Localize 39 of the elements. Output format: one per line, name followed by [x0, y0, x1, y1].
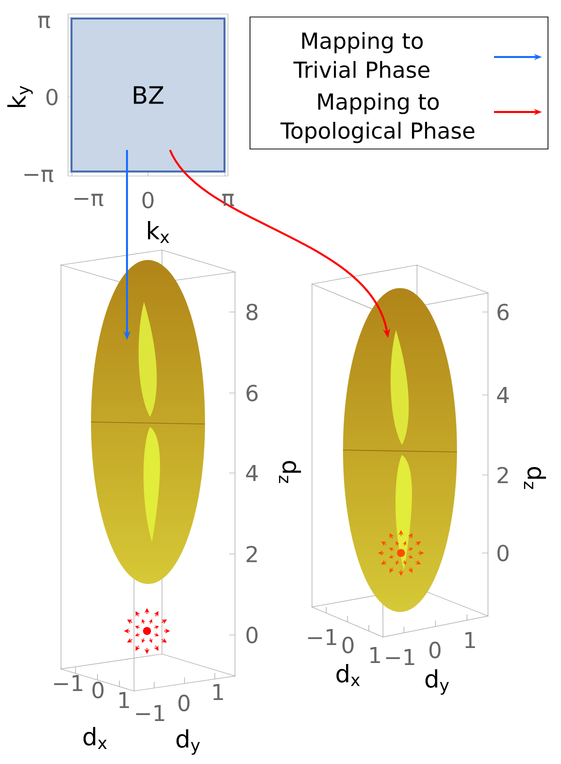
tick-label: 6	[246, 384, 258, 402]
axis-label: d$_{y}$	[425, 669, 449, 695]
tick-label: −1	[308, 628, 336, 646]
tick-label: 0	[92, 682, 104, 698]
tick-label: 0	[342, 636, 354, 654]
tick-label: 0	[246, 626, 258, 644]
tick-label: 4	[246, 464, 258, 482]
tick-label: 2	[246, 546, 257, 562]
tick-label: −π	[24, 170, 54, 182]
axis-label: k$_{y}$	[7, 86, 33, 107]
tick-label: −1	[386, 648, 414, 666]
zone-square: BZ	[70, 18, 226, 172]
axis-label: d$_{x}$	[83, 727, 107, 749]
legend-text: Mapping to Trivial Phase	[293, 32, 430, 78]
tick-label: 0	[178, 694, 190, 712]
tick-label: −1	[136, 704, 164, 722]
tick-label: 1	[213, 684, 223, 700]
ellipsoid-surface	[342, 330, 458, 570]
tick-label: π	[38, 16, 50, 28]
tick-label: 0	[142, 192, 154, 208]
axis-label: d$_{x}$	[336, 664, 360, 686]
tick-label: −1	[54, 674, 82, 692]
ellipsoid-surface	[90, 302, 206, 542]
axis-label: d$_{y}$	[176, 729, 200, 755]
tick-label: 1	[465, 632, 475, 648]
axis-label: k$_{x}$	[148, 221, 170, 243]
tick-label: π	[222, 194, 234, 206]
legend-text: Mapping to Topological Phase	[280, 92, 474, 144]
tick-label: 0	[497, 544, 509, 562]
tick-label: 8	[246, 304, 258, 320]
tick-label: 1	[370, 646, 380, 664]
tick-label: 6	[498, 304, 509, 320]
tick-label: −π	[74, 194, 104, 206]
axis-label: d$_{z}$	[524, 467, 546, 490]
tick-label: 2	[498, 466, 508, 484]
tick-label: 4	[497, 386, 509, 404]
axis-label: d$_{z}$	[279, 461, 301, 484]
tick-label: 0	[429, 642, 441, 658]
tick-label: 1	[119, 692, 129, 708]
